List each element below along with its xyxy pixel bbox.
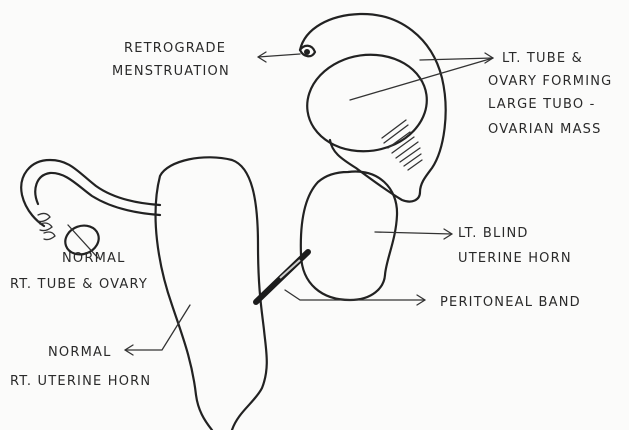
lt-tube-leader-1 <box>420 58 493 60</box>
label-lt-tube-2: OVARY FORMING <box>488 74 612 89</box>
right-tube-fimbriae <box>38 213 55 239</box>
right-uterine-horn <box>156 157 267 430</box>
peritoneal-leader <box>285 290 425 300</box>
label-blind-horn-2: UTERINE HORN <box>458 251 572 266</box>
tubo-ovarian-mass <box>300 14 446 202</box>
left-blind-uterine-horn <box>301 171 397 300</box>
blind-horn-leader <box>375 232 452 234</box>
label-blind-horn-1: LT. BLIND <box>458 226 529 241</box>
retrograde-leader <box>258 54 300 57</box>
ovarian-mass-inner <box>301 47 433 159</box>
menstrual-drop <box>304 49 310 55</box>
label-lt-tube-3: LARGE TUBO - <box>488 97 596 112</box>
label-lt-tube-4: OVARIAN MASS <box>488 122 602 137</box>
label-rt-tube-2: RT. TUBE & OVARY <box>10 277 148 292</box>
right-fallopian-tube <box>21 160 160 226</box>
label-lt-tube-1: LT. TUBE & <box>502 51 583 66</box>
label-peritoneal-band: PERITONEAL BAND <box>440 295 581 310</box>
lt-tube-leader-2 <box>350 58 493 100</box>
label-rt-tube-1: NORMAL <box>62 251 126 266</box>
label-rt-horn-1: NORMAL <box>48 345 112 360</box>
label-retrograde-2: MENSTRUATION <box>112 64 230 79</box>
label-retrograde-1: RETROGRADE <box>124 41 226 56</box>
peritoneal-band-highlight <box>280 260 300 278</box>
label-rt-horn-2: RT. UTERINE HORN <box>10 374 151 389</box>
